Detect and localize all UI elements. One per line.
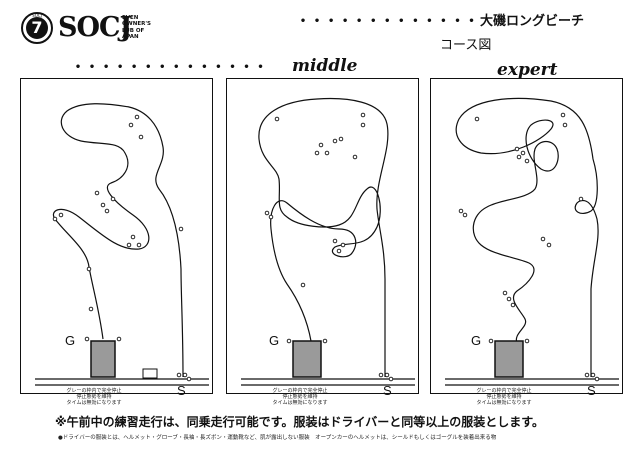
logo-sub-line-1: EVEN (122, 15, 139, 21)
left-dot-leader: • • • • • • • • • • • • • • (75, 62, 265, 73)
badge-number: 7 (26, 17, 48, 39)
course-panel-1: G S グレーの枠内で完全停止 停止態勢を維持 タイムは無効になります (20, 78, 213, 406)
stop-note-2: グレーの枠内で完全停止 停止態勢を維持 タイムは無効になります (272, 388, 328, 406)
panel-name-middle: middle (292, 56, 358, 76)
course-map-1 (35, 103, 209, 386)
start-label-1: S (177, 383, 186, 398)
start-label-2: S (383, 383, 392, 398)
page-subtitle: コース図 (440, 38, 492, 53)
course-map-2 (241, 97, 415, 386)
stop-note-1: グレーの枠内で完全停止 停止態勢を維持 タイムは無効になります (66, 388, 122, 406)
goal-label-2: G (269, 333, 280, 348)
logo-subtitle: EVEN OWNER'S LUB OF APAN (122, 15, 151, 41)
goal-label-1: G (65, 333, 76, 348)
practice-notice: ※午前中の練習走行は、同乗走行可能です。服装はドライバーと同等以上の服装とします… (55, 415, 545, 429)
logo-wordmark: SOCJ (58, 12, 132, 43)
title-dot-leader: • • • • • • • • • • • • • (300, 16, 476, 27)
logo-sub-line-2: OWNER'S (122, 21, 151, 28)
start-label-3: S (587, 383, 596, 398)
course-panel-3: G S グレーの枠内で完全停止 停止態勢を維持 タイムは無効になります (430, 78, 623, 406)
page-title: 大磯ロングビーチ (480, 14, 585, 29)
stop-note-3: グレーの枠内で完全停止 停止態勢を維持 タイムは無効になります (476, 388, 532, 406)
logo-sub-line-3: LUB OF (122, 27, 145, 34)
goal-label-3: G (471, 333, 482, 348)
course-panel-2: G S グレーの枠内で完全停止 停止態勢を維持 タイムは無効になります (226, 78, 419, 406)
logo-sub-line-4: APAN (122, 34, 139, 41)
dress-code-note: ●ドライバーの服装とは、ヘルメット・グローブ・長袖・長ズボン・運動靴など、肌が露… (58, 435, 497, 441)
badge-ring-text: SOCJ (32, 13, 42, 18)
socj-badge-logo: SOCJ 7 (21, 12, 53, 44)
course-map-3 (445, 97, 619, 386)
panel-name-expert: expert (497, 60, 558, 80)
